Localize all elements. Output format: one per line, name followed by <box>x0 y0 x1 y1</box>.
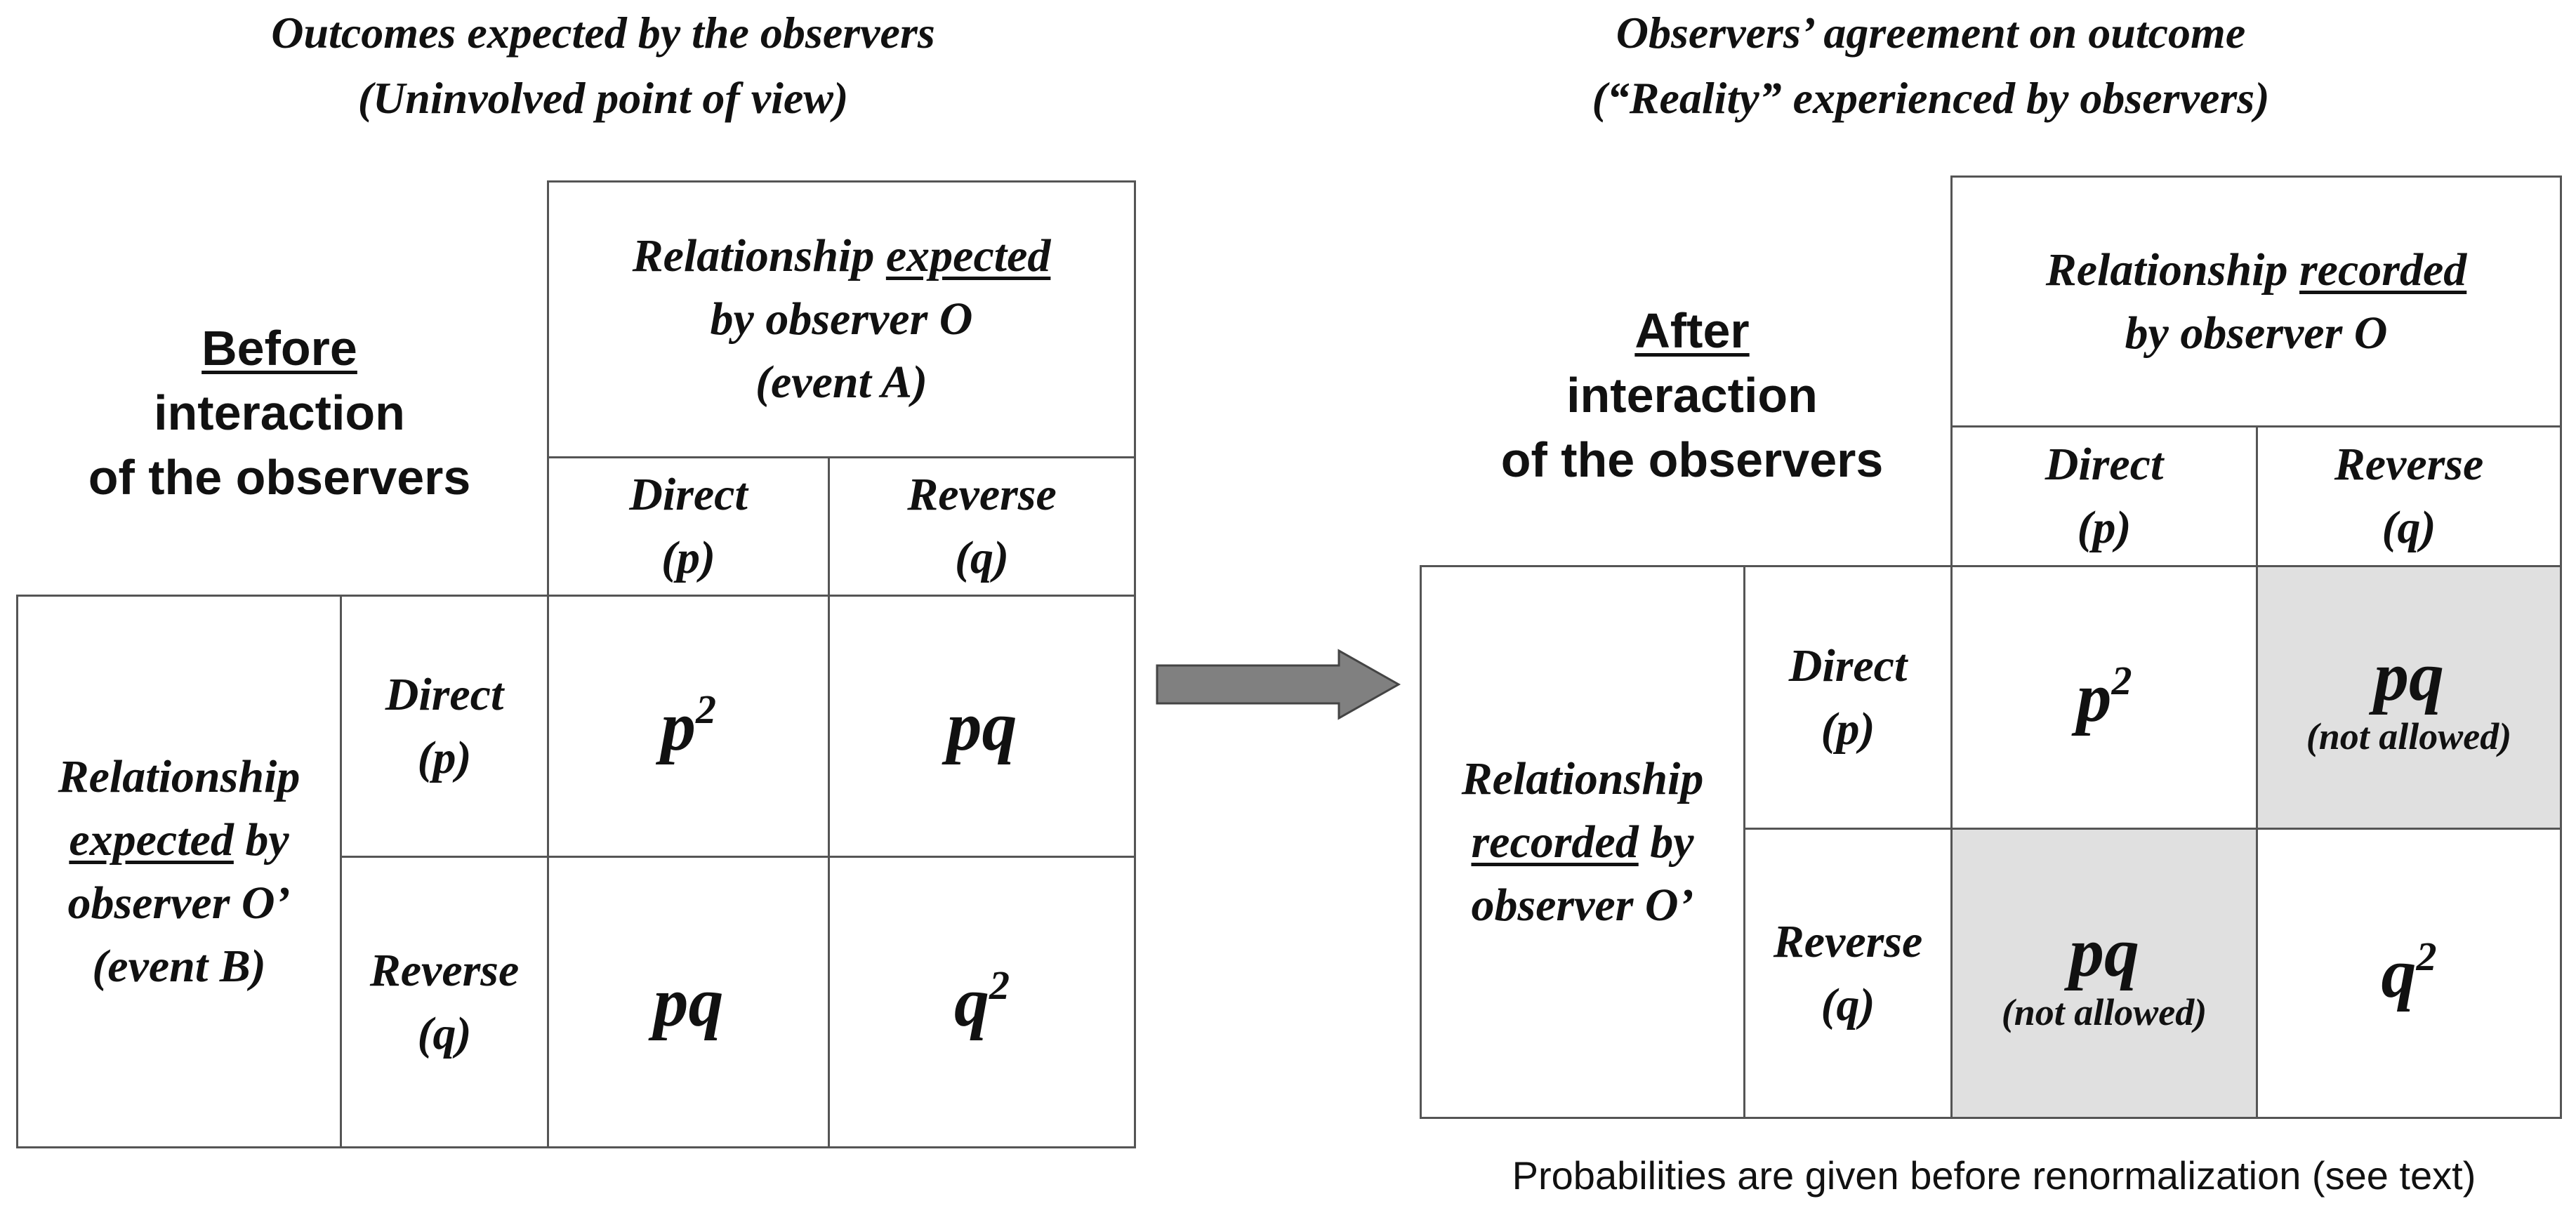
after-phase-label: After interaction of the observers <box>1446 298 1938 492</box>
col-header-text: Relationship <box>2045 244 2299 296</box>
footnote: Probabilities are given before renormali… <box>1512 1153 2476 1198</box>
after-word: After <box>1634 303 1750 358</box>
before-phase-label: Before interaction of the observers <box>34 316 525 510</box>
before-line2: interaction <box>154 385 405 440</box>
row-header-line4: (event B) <box>92 940 266 992</box>
symbol: (q) <box>1821 979 1875 1030</box>
label: Reverse <box>1773 915 1923 967</box>
value: pq <box>946 687 1017 765</box>
after-line3: of the observers <box>1500 432 1884 487</box>
right-title: Observers’ agreement on outcome (“Realit… <box>1334 0 2528 131</box>
right-title-line2: (“Reality” experienced by observers) <box>1592 73 2270 123</box>
label: Direct <box>2045 439 2164 490</box>
not-allowed-note: (not allowed) <box>2306 715 2512 757</box>
left-title: Outcomes expected by the observers (Unin… <box>6 0 1200 131</box>
row-header-line1: Relationship <box>1461 753 1704 804</box>
right-row-reverse: Reverse (q) <box>1743 828 1953 1119</box>
right-row-direct: Direct (p) <box>1743 565 1953 830</box>
left-cell-direct-direct: p2 <box>547 595 830 858</box>
right-row-header: Relationship recorded by observer O’ <box>1420 565 1745 1119</box>
row-header-emph: recorded <box>1471 816 1639 868</box>
label: Reverse <box>2334 439 2484 490</box>
after-line2: interaction <box>1566 368 1818 423</box>
value: q <box>954 962 989 1041</box>
col-header-line3: (event A) <box>755 357 927 408</box>
left-col-header: Relationship expected by observer O (eve… <box>547 180 1136 458</box>
label: Direct <box>1788 639 1908 691</box>
left-col-direct: Direct (p) <box>547 456 830 597</box>
exponent: 2 <box>989 962 1010 1008</box>
right-cell-reverse-direct: pq (not allowed) <box>1950 828 2258 1119</box>
value: pq <box>2069 913 2139 991</box>
right-cell-direct-reverse: pq (not allowed) <box>2256 565 2562 830</box>
before-word: Before <box>202 321 357 376</box>
symbol: (p) <box>417 731 472 783</box>
symbol: (p) <box>2077 502 2132 553</box>
right-title-line1: Observers’ agreement on outcome <box>1616 8 2246 58</box>
value: p <box>2076 658 2112 736</box>
left-cell-direct-reverse: pq <box>828 595 1136 858</box>
right-arrow-icon <box>1156 649 1401 720</box>
left-title-line2: (Uninvolved point of view) <box>357 73 849 123</box>
row-header-line3: observer O’ <box>67 877 291 929</box>
right-col-header: Relationship recorded by observer O <box>1950 175 2562 427</box>
col-header-line2: by observer O <box>710 293 973 345</box>
value: q <box>2381 934 2417 1012</box>
not-allowed-note: (not allowed) <box>2001 990 2207 1033</box>
before-line3: of the observers <box>88 450 471 505</box>
symbol: (q) <box>2382 502 2436 553</box>
left-row-direct: Direct (p) <box>340 595 549 858</box>
right-col-reverse: Reverse (q) <box>2256 425 2562 567</box>
left-title-line1: Outcomes expected by the observers <box>271 8 935 58</box>
col-header-emph: expected <box>885 230 1051 281</box>
row-header-emph: expected <box>69 814 234 866</box>
exponent: 2 <box>696 686 716 732</box>
col-header-text: Relationship <box>632 230 886 281</box>
value: p <box>661 687 696 765</box>
right-cell-reverse-reverse: q2 <box>2256 828 2562 1119</box>
left-cell-reverse-direct: pq <box>547 856 830 1148</box>
left-row-reverse: Reverse (q) <box>340 856 549 1148</box>
symbol: (q) <box>417 1007 472 1059</box>
exponent: 2 <box>2111 657 2132 703</box>
row-header-line3: observer O’ <box>1471 879 1694 931</box>
label: Reverse <box>369 944 520 996</box>
label: Reverse <box>907 469 1057 520</box>
value: pq <box>2374 637 2444 715</box>
label: Direct <box>629 469 748 520</box>
left-cell-reverse-reverse: q2 <box>828 856 1136 1148</box>
right-col-direct: Direct (p) <box>1950 425 2258 567</box>
symbol: (p) <box>1821 703 1875 755</box>
row-header-line1: Relationship <box>58 750 300 802</box>
exponent: 2 <box>2416 933 2437 979</box>
left-row-header: Relationship expected by observer O’ (ev… <box>16 595 342 1148</box>
col-header-emph: recorded <box>2299 244 2467 296</box>
row-header-text: by <box>233 814 289 866</box>
symbol: (q) <box>955 532 1009 583</box>
label: Direct <box>385 668 504 720</box>
right-cell-direct-direct: p2 <box>1950 565 2258 830</box>
value: pq <box>653 962 724 1041</box>
row-header-text: by <box>1638 816 1694 868</box>
col-header-line2: by observer O <box>2125 307 2388 359</box>
symbol: (p) <box>661 532 715 583</box>
left-col-reverse: Reverse (q) <box>828 456 1136 597</box>
